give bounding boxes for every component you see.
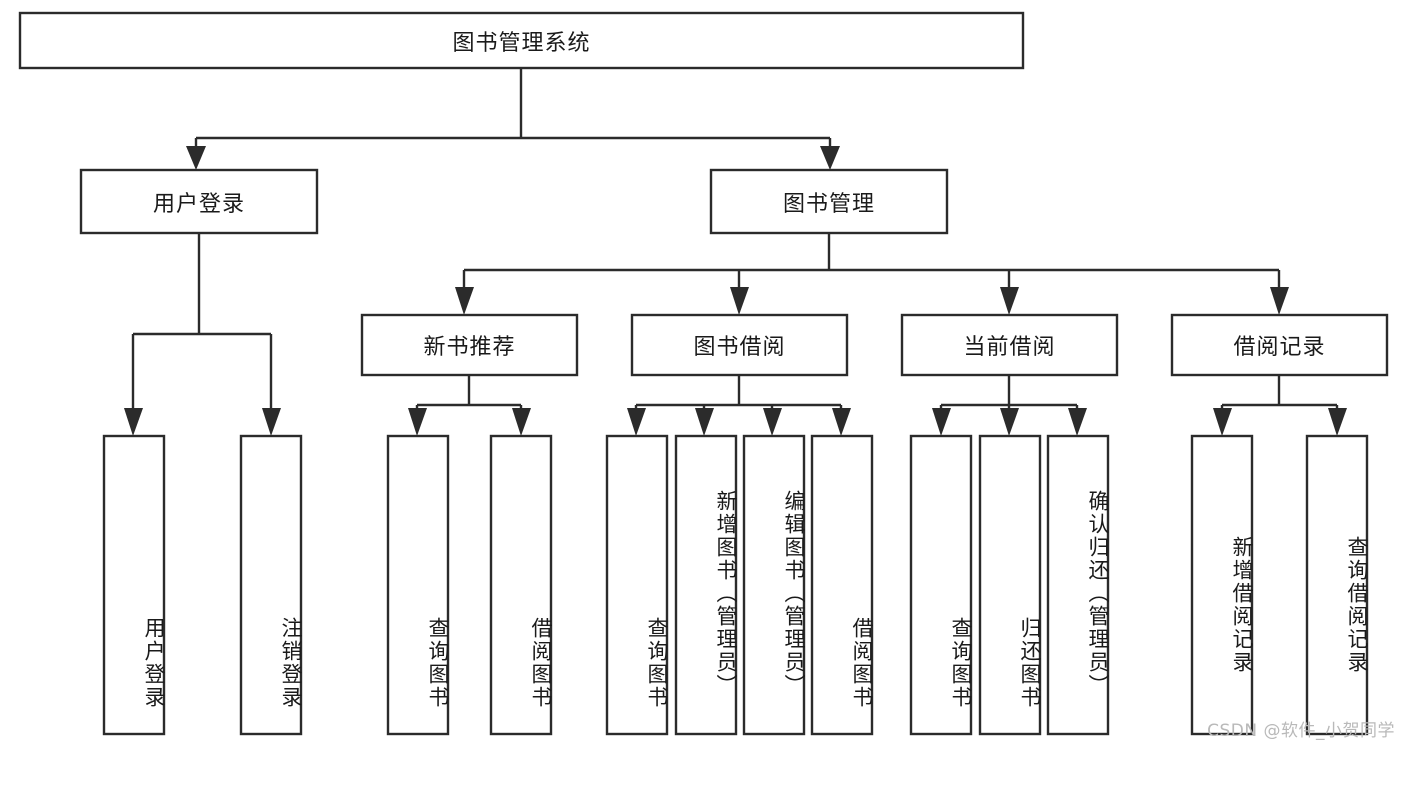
leaf-box-current-borrow-1[interactable] — [909, 434, 973, 736]
leaf-box-new-book-2[interactable] — [489, 434, 553, 736]
leaf-box-book-borrow-3[interactable] — [742, 434, 806, 736]
node-current-borrow[interactable] — [900, 313, 1119, 377]
diagram-svg — [18, 11, 1389, 736]
arrow-head-new-book-leaf-1 — [408, 408, 427, 436]
arrow-head-new-book-leaf-2 — [512, 408, 531, 436]
leaf-box-new-book-1[interactable] — [386, 434, 450, 736]
arrow-head-to-borrow-record — [1270, 287, 1289, 315]
leaf-box-borrow-record-2[interactable] — [1305, 434, 1369, 736]
arrow-head-book-borrow-leaf-2 — [695, 408, 714, 436]
node-book-borrow[interactable] — [630, 313, 849, 377]
leaf-box-book-borrow-4[interactable] — [810, 434, 874, 736]
leaf-box-current-borrow-3[interactable] — [1046, 434, 1110, 736]
watermark-text: CSDN @软件_小贺同学 — [1207, 721, 1395, 741]
leaf-box-user-login-1[interactable] — [102, 434, 166, 736]
arrow-head-borrow-record-leaf-1 — [1213, 408, 1232, 436]
node-root-system[interactable] — [18, 11, 1025, 70]
arrow-head-book-borrow-leaf-4 — [832, 408, 851, 436]
arrow-head-current-borrow-leaf-1 — [932, 408, 951, 436]
arrow-head-to-current-borrow — [1000, 287, 1019, 315]
arrow-head-current-borrow-leaf-3 — [1068, 408, 1087, 436]
node-book-manage[interactable] — [709, 168, 949, 235]
leaf-box-borrow-record-1[interactable] — [1190, 434, 1254, 736]
arrow-head-book-borrow-leaf-1 — [627, 408, 646, 436]
arrow-head-current-borrow-leaf-2 — [1000, 408, 1019, 436]
leaf-box-book-borrow-2[interactable] — [674, 434, 738, 736]
arrow-head-to-book-borrow — [730, 287, 749, 315]
leaf-box-user-login-2[interactable] — [239, 434, 303, 736]
arrow-head-root-to-book-manage — [820, 146, 840, 170]
diagram-canvas: 图书管理系统 用户登录 图书管理 新书推荐 图书借阅 当前借阅 借阅记录 用户登… — [18, 11, 1395, 741]
arrow-head-book-borrow-leaf-3 — [763, 408, 782, 436]
arrow-head-to-new-book-recommend — [455, 287, 474, 315]
leaf-box-current-borrow-2[interactable] — [978, 434, 1042, 736]
arrow-head-root-to-user-login — [186, 146, 206, 170]
node-user-login[interactable] — [79, 168, 319, 235]
arrow-head-borrow-record-leaf-2 — [1328, 408, 1347, 436]
node-new-book-recommend[interactable] — [360, 313, 579, 377]
node-borrow-record[interactable] — [1170, 313, 1389, 377]
arrow-head-user-login-leaf-1 — [124, 408, 143, 436]
arrow-head-user-login-leaf-2 — [262, 408, 281, 436]
leaf-box-book-borrow-1[interactable] — [605, 434, 669, 736]
